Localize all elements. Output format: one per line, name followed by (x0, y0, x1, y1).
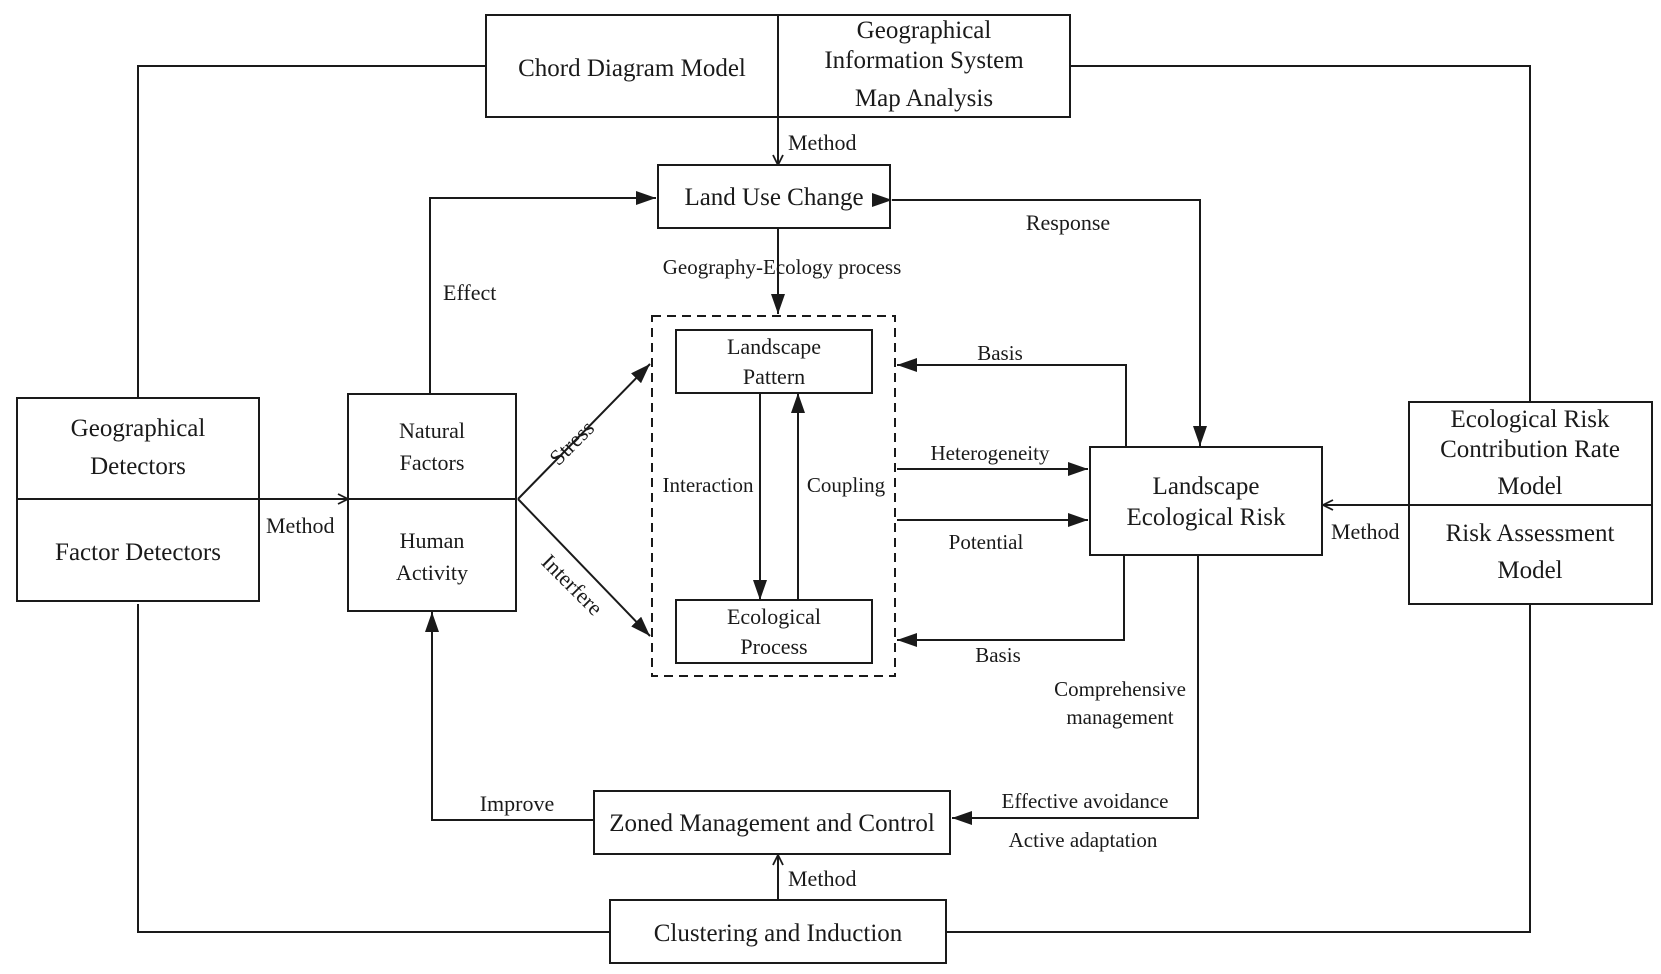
landscape-pattern-label-line2: Pattern (743, 364, 805, 389)
arrow-improve (425, 612, 594, 821)
landscape-ecological-risk-box (1089, 446, 1323, 556)
method-top-label: Method (788, 130, 856, 155)
factor-detectors-label: Factor Detectors (55, 539, 221, 566)
basis-bottom-label: Basis (975, 643, 1021, 667)
zoned-management-label: Zoned Management and Control (609, 810, 935, 837)
interfere-label: Interfere (537, 549, 608, 620)
response-label: Response (1026, 210, 1110, 235)
interaction-label: Interaction (663, 473, 754, 497)
effect-label: Effect (443, 280, 496, 305)
ecological-process-label-line1: Ecological (727, 604, 821, 629)
geo-detectors-label-line2: Detectors (90, 453, 186, 480)
ecological-process-box (675, 599, 873, 664)
risk-assessment-label-line2: Model (1497, 557, 1562, 584)
zoned-management-box (593, 790, 951, 855)
clustering-box (609, 899, 947, 964)
improve-label: Improve (480, 791, 555, 816)
arrow-effective-avoidance (952, 555, 1199, 825)
ercr-label-line3: Model (1497, 473, 1562, 500)
gis-label-line1: Geographical (857, 17, 992, 44)
arrow-effect (429, 191, 656, 394)
natural-factors-label-line1: Natural (399, 418, 465, 443)
clustering-label: Clustering and Induction (654, 920, 903, 947)
method-bottom-label: Method (788, 866, 856, 891)
basis-top-label: Basis (977, 341, 1023, 365)
active-adaptation-label: Active adaptation (1009, 828, 1158, 852)
ler-label-line1: Landscape (1153, 473, 1260, 500)
arrow-interfere (517, 498, 651, 637)
ecological-process-label-line2: Process (740, 634, 807, 659)
gis-label-line3: Map Analysis (855, 85, 993, 112)
risk-assessment-label-line1: Risk Assessment (1446, 520, 1615, 547)
potential-label: Potential (949, 530, 1024, 554)
frame-line-bottom-right (946, 604, 1531, 933)
land-use-change-label: Land Use Change (684, 184, 863, 211)
frame-line-top-right (1070, 65, 1531, 402)
human-activity-label-line2: Activity (396, 560, 468, 585)
frame-line-top-left (137, 65, 486, 398)
geo-detectors-label-line1: Geographical (71, 415, 206, 442)
ercr-label-line1: Ecological Risk (1451, 406, 1610, 433)
gis-label-line2: Information System (824, 47, 1024, 74)
ercr-risk-box (1408, 401, 1653, 605)
coupling-label: Coupling (807, 473, 886, 497)
landscape-pattern-label-line1: Landscape (727, 334, 821, 359)
method-right-label: Method (1331, 519, 1399, 544)
landscape-process-dashed-box (651, 315, 896, 677)
arrow-basis-bottom (897, 555, 1125, 647)
factors-box (347, 393, 517, 612)
heterogeneity-label: Heterogeneity (931, 441, 1050, 465)
landscape-pattern-box (675, 329, 873, 394)
arrow-response (872, 193, 1207, 446)
frame-line-bottom-left (137, 604, 610, 933)
effective-avoidance-label: Effective avoidance (1002, 789, 1169, 813)
natural-factors-label-line2: Factors (400, 450, 465, 475)
ercr-label-line2: Contribution Rate (1440, 436, 1620, 463)
chord-diagram-model-label: Chord Diagram Model (518, 55, 746, 82)
method-left-label: Method (266, 513, 334, 538)
land-use-change-box (657, 164, 891, 229)
comprehensive-label-line2: management (1066, 705, 1173, 729)
arrow-stress (517, 363, 651, 500)
comprehensive-label-line1: Comprehensive (1054, 677, 1186, 701)
ler-label-line2: Ecological Risk (1127, 504, 1286, 531)
arrow-basis-top (897, 358, 1127, 447)
human-activity-label-line1: Human (400, 528, 465, 553)
geo-eco-process-label: Geography-Ecology process (663, 255, 902, 279)
